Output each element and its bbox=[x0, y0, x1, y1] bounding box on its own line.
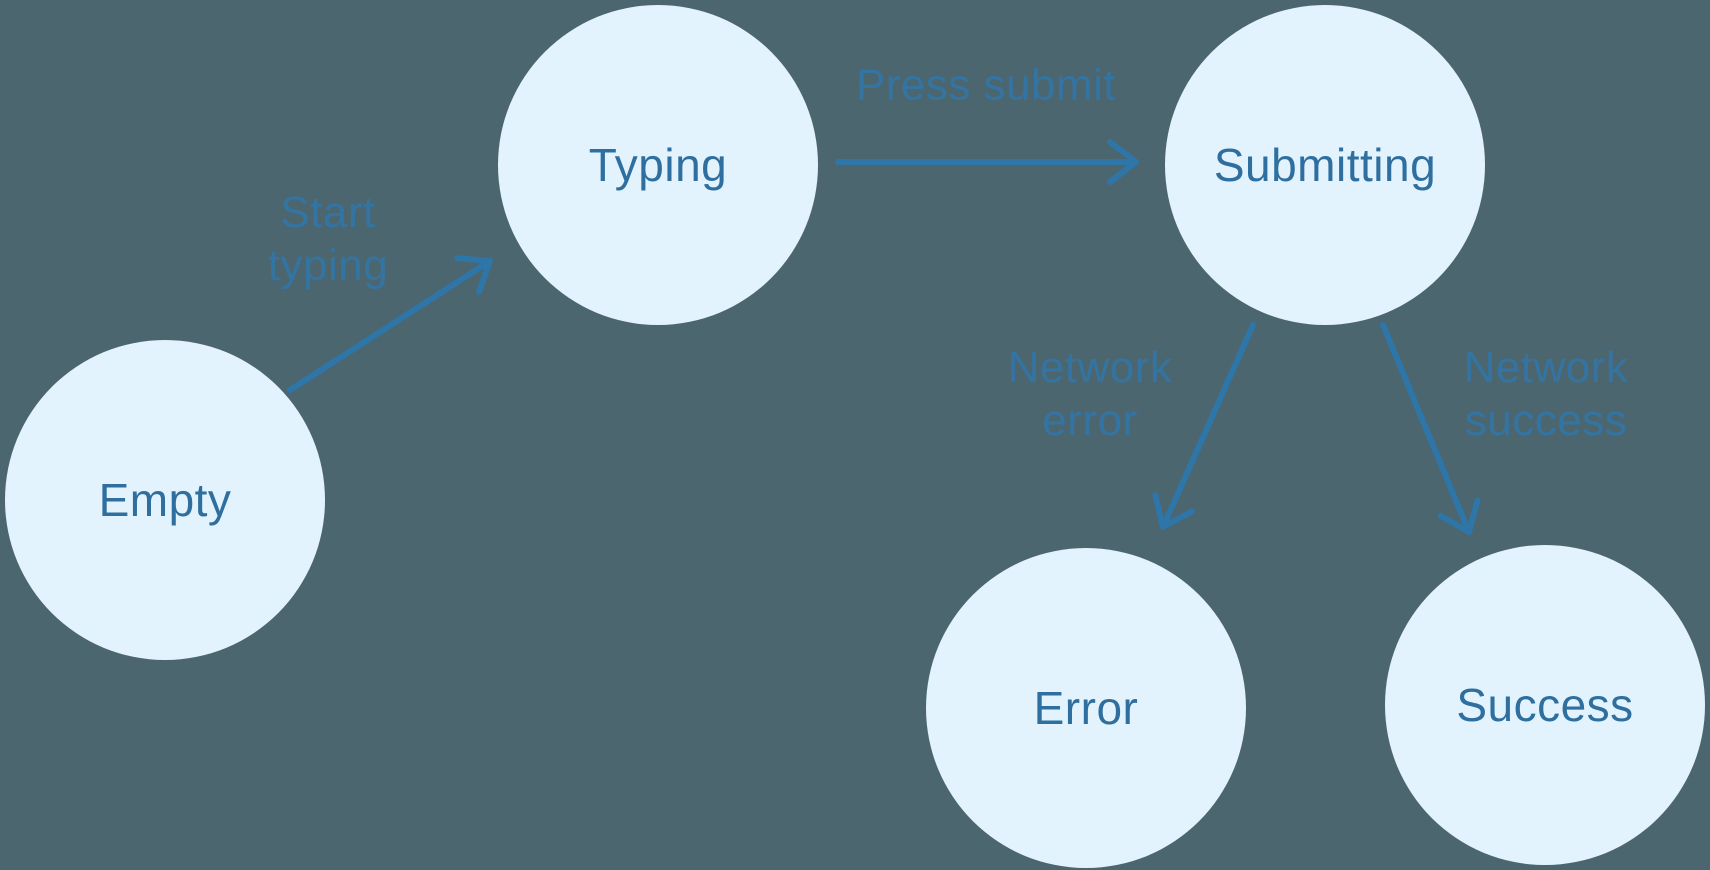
state-node-success: Success bbox=[1385, 545, 1705, 865]
state-label-error: Error bbox=[1033, 682, 1139, 734]
edge-arrow-empty-to-typing bbox=[287, 255, 493, 393]
state-label-success: Success bbox=[1456, 679, 1634, 731]
state-node-empty: Empty bbox=[5, 340, 325, 660]
state-node-typing: Typing bbox=[498, 5, 818, 325]
edge-label-press-submit: Press submit bbox=[855, 60, 1117, 110]
state-label-typing: Typing bbox=[588, 139, 728, 191]
state-node-submitting: Submitting bbox=[1165, 5, 1485, 325]
edge-label-network-success: Network success bbox=[1463, 343, 1629, 445]
edge-label-start-typing: Start typing bbox=[267, 188, 389, 290]
edge-arrow-submitting-to-success bbox=[1380, 322, 1481, 535]
state-node-error: Error bbox=[926, 548, 1246, 868]
state-label-empty: Empty bbox=[98, 474, 232, 526]
state-label-submitting: Submitting bbox=[1213, 139, 1437, 191]
edge-arrow-submitting-to-error bbox=[1152, 322, 1256, 530]
edge-label-network-error: Network error bbox=[1007, 343, 1173, 445]
